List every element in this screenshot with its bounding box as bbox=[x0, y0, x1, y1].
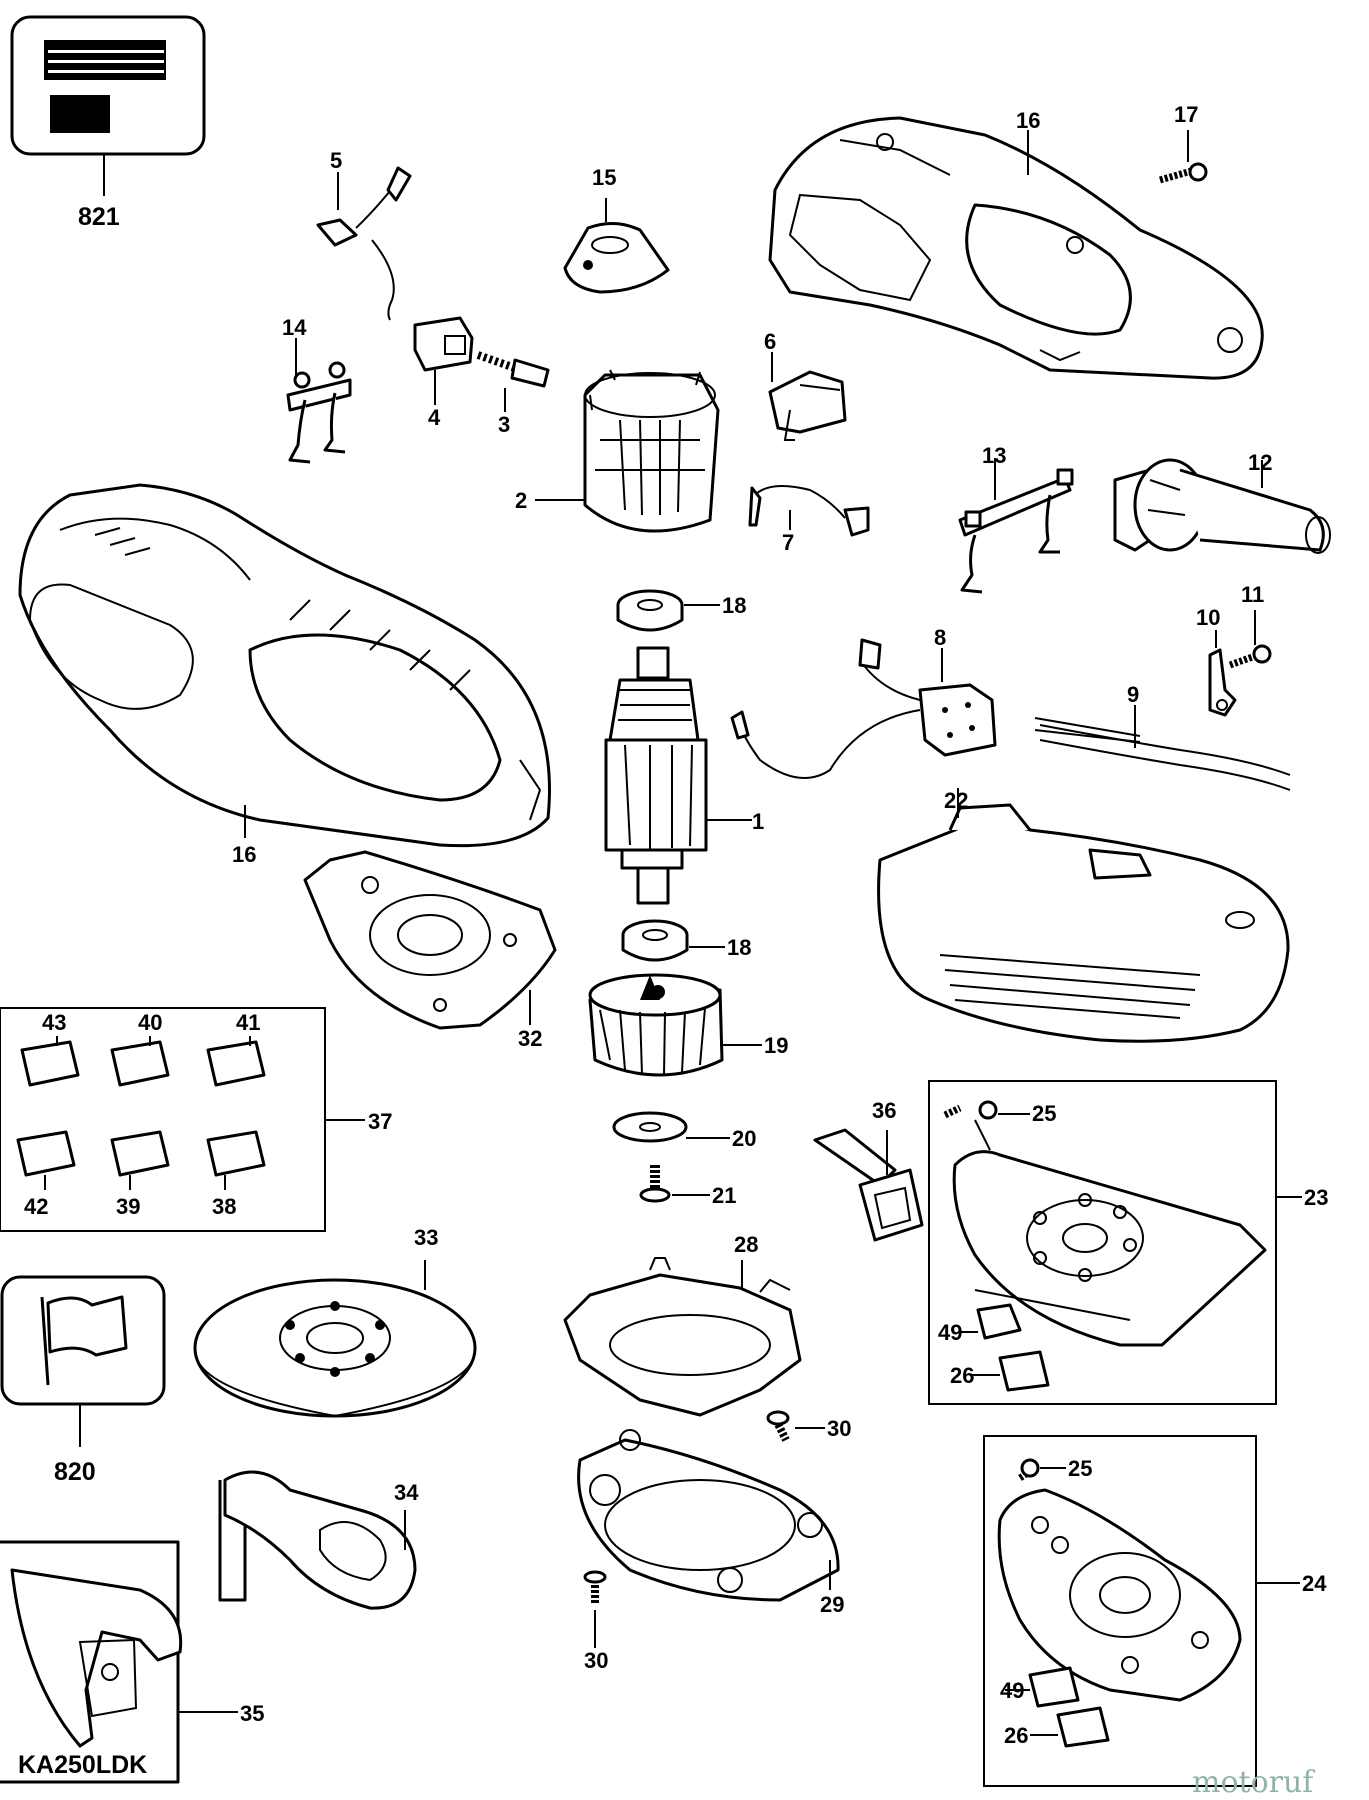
part-19-illustration bbox=[588, 973, 762, 1077]
part-24-illustration bbox=[983, 1435, 1300, 1787]
part-label-14: 14 bbox=[282, 315, 307, 340]
part-label-28: 28 bbox=[734, 1232, 758, 1257]
part-label-33: 33 bbox=[414, 1225, 438, 1250]
part-11-illustration bbox=[1228, 610, 1272, 669]
part-13-illustration bbox=[958, 458, 1074, 594]
part-label-12: 12 bbox=[1248, 450, 1272, 475]
part-label-7: 7 bbox=[782, 530, 794, 555]
part-4-illustration bbox=[413, 316, 474, 405]
part-label-35: 35 bbox=[240, 1701, 264, 1726]
part-30-upper-illustration bbox=[766, 1410, 825, 1442]
part-20-illustration bbox=[612, 1111, 730, 1143]
part-16-top-housing-illustration bbox=[768, 116, 1264, 380]
part-label-49-lower: 49 bbox=[1000, 1678, 1024, 1703]
part-37-clip-set-illustration bbox=[0, 1007, 365, 1232]
part-label-39: 39 bbox=[116, 1194, 140, 1219]
part-label-20: 20 bbox=[732, 1126, 756, 1151]
part-22-illustration bbox=[877, 788, 1290, 1043]
part-label-43: 43 bbox=[42, 1010, 66, 1035]
part-label-13: 13 bbox=[982, 443, 1006, 468]
part-label-821: 821 bbox=[78, 203, 120, 231]
part-label-36: 36 bbox=[872, 1098, 896, 1123]
part-label-21: 21 bbox=[712, 1183, 736, 1208]
part-21-illustration bbox=[639, 1165, 710, 1203]
part-16-bottom-housing-illustration bbox=[18, 483, 551, 848]
part-label-6: 6 bbox=[764, 329, 776, 354]
part-label-10: 10 bbox=[1196, 605, 1220, 630]
part-label-32: 32 bbox=[518, 1026, 542, 1051]
part-label-15: 15 bbox=[592, 165, 616, 190]
part-18-bearing-bottom-illustration bbox=[621, 919, 725, 962]
part-label-1: 1 bbox=[752, 809, 764, 834]
part-label-29: 29 bbox=[820, 1592, 844, 1617]
part-10-illustration bbox=[1208, 630, 1237, 717]
part-label-42: 42 bbox=[24, 1194, 48, 1219]
part-label-16-top: 16 bbox=[1016, 108, 1040, 133]
part-label-17: 17 bbox=[1174, 102, 1198, 127]
part-6-illustration bbox=[768, 352, 847, 441]
part-8-illustration bbox=[730, 638, 997, 779]
part-7-illustration bbox=[748, 485, 870, 537]
part-12-illustration bbox=[1113, 458, 1331, 554]
part-15-illustration bbox=[563, 198, 670, 294]
part-label-26-lower: 26 bbox=[1004, 1723, 1028, 1748]
part-33-illustration bbox=[193, 1260, 477, 1418]
part-label-9: 9 bbox=[1127, 682, 1139, 707]
part-3-illustration bbox=[476, 351, 550, 412]
part-32-illustration bbox=[303, 850, 557, 1030]
part-36-illustration bbox=[813, 1128, 924, 1242]
part-label-3: 3 bbox=[498, 412, 510, 437]
part-label-23: 23 bbox=[1304, 1185, 1328, 1210]
part-18-bearing-top-illustration bbox=[616, 589, 720, 632]
part-label-820: 820 bbox=[54, 1458, 96, 1486]
part-label-30-upper: 30 bbox=[827, 1416, 851, 1441]
part-label-5: 5 bbox=[330, 148, 342, 173]
part-label-16-bottom: 16 bbox=[232, 842, 256, 867]
part-label-2: 2 bbox=[515, 488, 527, 513]
part-9-illustration bbox=[1034, 705, 1291, 791]
part-label-40: 40 bbox=[138, 1010, 162, 1035]
part-14-illustration bbox=[286, 338, 352, 464]
part-5-illustration bbox=[316, 166, 412, 321]
part-label-18-bottom: 18 bbox=[727, 935, 751, 960]
part-1-armature-illustration bbox=[604, 646, 752, 905]
part-2-illustration bbox=[535, 369, 720, 533]
part-label-18-top: 18 bbox=[722, 593, 746, 618]
part-label-24: 24 bbox=[1302, 1571, 1327, 1596]
watermark: motoruf bbox=[1192, 1765, 1315, 1800]
part-label-34: 34 bbox=[394, 1480, 419, 1505]
part-label-38: 38 bbox=[212, 1194, 236, 1219]
model-code: KA250LDK bbox=[18, 1751, 147, 1779]
part-820-flag-illustration bbox=[0, 1275, 166, 1447]
part-35-case-illustration bbox=[0, 1540, 238, 1784]
part-30-lower-illustration bbox=[583, 1570, 607, 1648]
part-28-illustration bbox=[563, 1257, 802, 1417]
part-label-8: 8 bbox=[934, 625, 946, 650]
part-29-illustration bbox=[577, 1429, 840, 1602]
part-34-illustration bbox=[218, 1470, 417, 1610]
part-label-26-upper: 26 bbox=[950, 1363, 974, 1388]
part-label-19: 19 bbox=[764, 1033, 788, 1058]
part-label-30-lower: 30 bbox=[584, 1648, 608, 1673]
part-label-11: 11 bbox=[1241, 582, 1264, 607]
part-label-49-upper: 49 bbox=[938, 1320, 962, 1345]
part-821-label-illustration bbox=[10, 15, 206, 196]
part-17-illustration bbox=[1159, 130, 1208, 184]
part-label-25-lower: 25 bbox=[1068, 1456, 1092, 1481]
part-label-22: 22 bbox=[944, 788, 968, 813]
part-label-25-upper: 25 bbox=[1032, 1101, 1056, 1126]
part-23-illustration bbox=[928, 1080, 1302, 1405]
part-label-41: 41 bbox=[236, 1010, 260, 1035]
part-label-4: 4 bbox=[428, 405, 441, 430]
part-label-37: 37 bbox=[368, 1109, 392, 1134]
